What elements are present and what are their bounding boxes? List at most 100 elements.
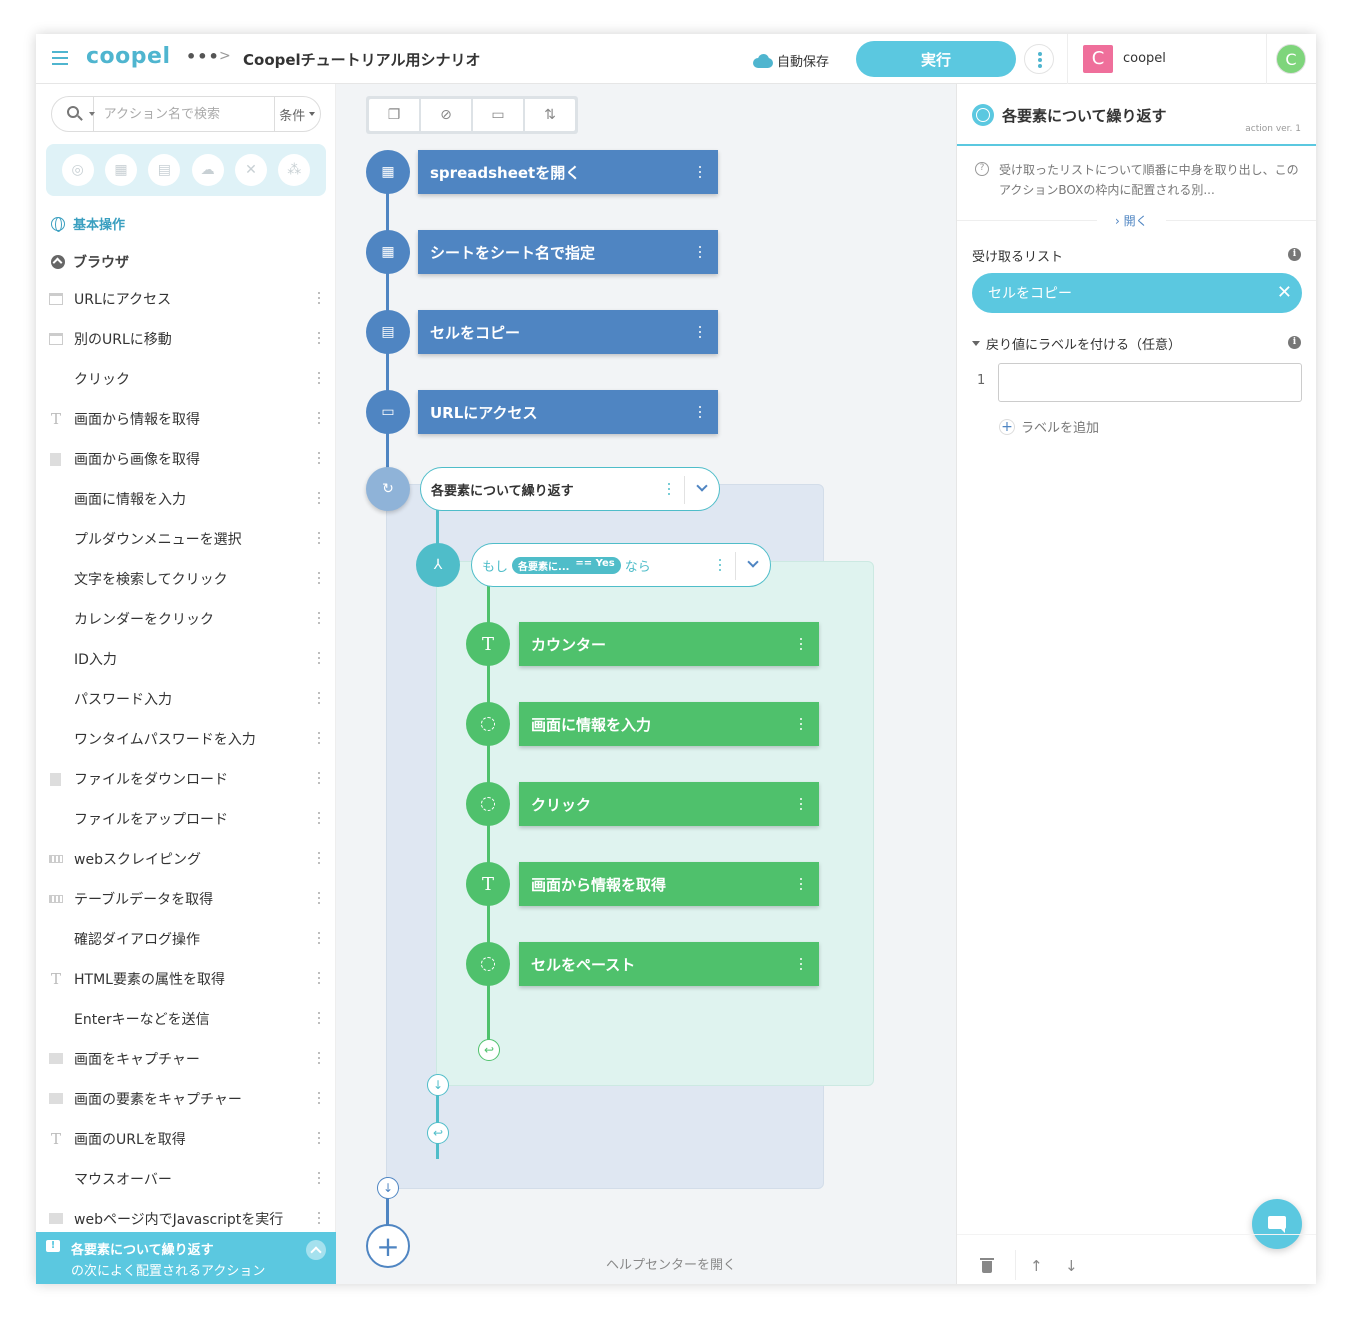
item-menu-icon[interactable] bbox=[318, 852, 321, 866]
action-menu-icon[interactable] bbox=[699, 166, 702, 181]
item-menu-icon[interactable] bbox=[318, 532, 321, 546]
list-item[interactable]: ID入力 bbox=[36, 639, 336, 679]
list-item[interactable]: Enterキーなどを送信 bbox=[36, 999, 336, 1039]
condition-dropdown[interactable]: 条件 bbox=[273, 97, 320, 131]
loop-icon[interactable]: ↻ bbox=[366, 467, 410, 511]
action-menu-icon[interactable] bbox=[699, 246, 702, 261]
list-item[interactable]: クリック bbox=[36, 359, 336, 399]
item-menu-icon[interactable] bbox=[318, 572, 321, 586]
item-menu-icon[interactable] bbox=[318, 372, 321, 386]
excel-icon[interactable]: ▦ bbox=[104, 154, 137, 186]
scenario-canvas[interactable]: ❐ ⊘ ▭ ⇅ ▦ spreadsheetを開く ▦ シートをシート名で指定 ▤… bbox=[336, 84, 956, 1284]
scenario-title[interactable]: Coopelチュートリアル用シナリオ bbox=[243, 51, 481, 69]
text-icon[interactable]: T bbox=[466, 622, 510, 666]
chevron-down-icon[interactable] bbox=[747, 556, 759, 568]
boxes-icon[interactable]: ⁂ bbox=[278, 154, 311, 186]
list-item[interactable]: 確認ダイアログ操作 bbox=[36, 919, 336, 959]
item-menu-icon[interactable] bbox=[318, 692, 321, 706]
action-box[interactable]: セルをコピー bbox=[418, 310, 718, 354]
item-menu-icon[interactable] bbox=[318, 412, 321, 426]
next-actions-banner[interactable]: ! 各要素について繰り返す の次によく配置されるアクション bbox=[36, 1232, 336, 1284]
section-browser[interactable]: ブラウザ bbox=[51, 252, 129, 272]
list-item[interactable]: カレンダーをクリック bbox=[36, 599, 336, 639]
hamburger-menu-icon[interactable] bbox=[52, 51, 68, 65]
action-box[interactable]: シートをシート名で指定 bbox=[418, 230, 718, 274]
loop-header[interactable]: 各要素について繰り返す bbox=[420, 467, 720, 511]
item-menu-icon[interactable] bbox=[318, 1012, 321, 1026]
loop-menu-icon[interactable] bbox=[668, 483, 671, 498]
return-icon[interactable]: ↩ bbox=[427, 1122, 449, 1144]
list-item[interactable]: webページ内でJavascriptを実行 bbox=[36, 1199, 336, 1239]
list-item[interactable]: ファイルをアップロード bbox=[36, 799, 336, 839]
action-menu-icon[interactable] bbox=[800, 718, 803, 733]
tools-icon[interactable]: ✕ bbox=[234, 154, 267, 186]
branch-icon[interactable]: ⅄ bbox=[416, 543, 460, 587]
action-menu-icon[interactable] bbox=[800, 878, 803, 893]
if-menu-icon[interactable] bbox=[719, 559, 722, 574]
hide-icon[interactable]: ⊘ bbox=[421, 99, 471, 131]
comment-icon[interactable]: ▭ bbox=[473, 99, 523, 131]
item-menu-icon[interactable] bbox=[318, 812, 321, 826]
item-menu-icon[interactable] bbox=[318, 652, 321, 666]
cloud-icon[interactable]: ☁ bbox=[191, 154, 224, 186]
item-menu-icon[interactable] bbox=[318, 1052, 321, 1066]
item-menu-icon[interactable] bbox=[318, 1212, 321, 1226]
list-item[interactable]: 画面の要素をキャプチャー bbox=[36, 1079, 336, 1119]
action-menu-icon[interactable] bbox=[699, 326, 702, 341]
trash-icon[interactable] bbox=[980, 1258, 994, 1273]
add-label-button[interactable]: + ラベルを追加 bbox=[999, 417, 1099, 436]
copy-icon[interactable]: ❐ bbox=[369, 99, 419, 131]
help-icon[interactable]: ? bbox=[975, 162, 989, 176]
globe-icon[interactable]: ◎ bbox=[61, 154, 94, 186]
item-menu-icon[interactable] bbox=[318, 932, 321, 946]
if-header[interactable]: もし 各要素に...== Yes なら bbox=[471, 543, 771, 587]
list-item[interactable]: プルダウンメニューを選択 bbox=[36, 519, 336, 559]
item-menu-icon[interactable] bbox=[318, 1132, 321, 1146]
spreadsheet-icon[interactable]: ▦ bbox=[366, 230, 410, 274]
action-box[interactable]: 画面から情報を取得 bbox=[519, 862, 819, 906]
end-loop-icon[interactable]: ↓ bbox=[377, 1177, 399, 1199]
action-box[interactable]: 画面に情報を入力 bbox=[519, 702, 819, 746]
account-avatar[interactable]: C bbox=[1276, 44, 1306, 74]
search-input[interactable] bbox=[93, 97, 274, 131]
info-icon[interactable]: i bbox=[1288, 248, 1301, 261]
list-item[interactable]: マウスオーバー bbox=[36, 1159, 336, 1199]
chevron-up-icon[interactable] bbox=[306, 1240, 326, 1260]
list-item[interactable]: テーブルデータを取得 bbox=[36, 879, 336, 919]
dashed-circle-icon[interactable] bbox=[466, 782, 510, 826]
list-item[interactable]: URLにアクセス bbox=[36, 279, 336, 319]
action-menu-icon[interactable] bbox=[800, 638, 803, 653]
item-menu-icon[interactable] bbox=[318, 452, 321, 466]
action-menu-icon[interactable] bbox=[800, 798, 803, 813]
condition-pill[interactable]: 各要素に...== Yes bbox=[512, 556, 621, 574]
action-menu-icon[interactable] bbox=[800, 958, 803, 973]
more-menu-icon[interactable]: ••• bbox=[186, 47, 220, 66]
item-menu-icon[interactable] bbox=[318, 292, 321, 306]
workspace-switcher[interactable]: C coopel bbox=[1067, 34, 1267, 84]
text-icon[interactable]: T bbox=[466, 862, 510, 906]
action-box[interactable]: セルをペースト bbox=[519, 942, 819, 986]
list-item[interactable]: 画面に情報を入力 bbox=[36, 479, 336, 519]
receive-list-chip[interactable]: セルをコピー ✕ bbox=[972, 273, 1302, 313]
list-item[interactable]: 画面をキャプチャー bbox=[36, 1039, 336, 1079]
document-icon[interactable]: ▤ bbox=[148, 154, 181, 186]
item-menu-icon[interactable] bbox=[318, 972, 321, 986]
arrow-up-icon[interactable]: ↑ bbox=[1030, 1257, 1043, 1275]
item-menu-icon[interactable] bbox=[318, 612, 321, 626]
info-icon[interactable]: i bbox=[1288, 336, 1301, 349]
list-item[interactable]: 画面から画像を取得 bbox=[36, 439, 336, 479]
end-branch-icon[interactable]: ↓ bbox=[427, 1074, 449, 1096]
kebab-menu-icon[interactable] bbox=[1024, 44, 1054, 74]
action-box[interactable]: クリック bbox=[519, 782, 819, 826]
section-basic-operations[interactable]: 基本操作 bbox=[51, 214, 125, 233]
dashed-circle-icon[interactable] bbox=[466, 942, 510, 986]
item-menu-icon[interactable] bbox=[318, 892, 321, 906]
arrow-down-icon[interactable]: ↓ bbox=[1065, 1257, 1078, 1275]
list-item[interactable]: ファイルをダウンロード bbox=[36, 759, 336, 799]
list-item[interactable]: 別のURLに移動 bbox=[36, 319, 336, 359]
close-icon[interactable]: ✕ bbox=[1276, 282, 1292, 303]
action-box[interactable]: URLにアクセス bbox=[418, 390, 718, 434]
dashed-circle-icon[interactable] bbox=[466, 702, 510, 746]
